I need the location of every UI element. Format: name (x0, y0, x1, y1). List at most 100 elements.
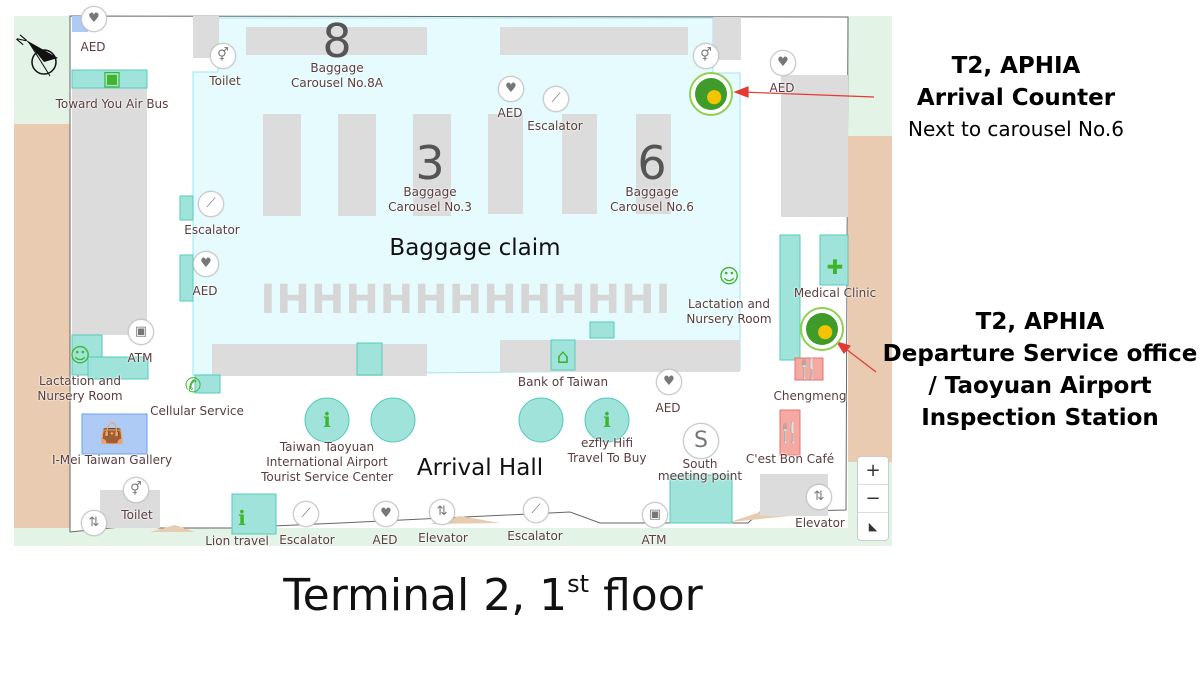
annotation-departure-line3: Inspection Station (921, 405, 1159, 431)
carousel-line2: Carousel No.3 (388, 200, 472, 214)
outside-green-left (14, 16, 70, 124)
carousel-line2: Carousel No.8A (291, 76, 383, 90)
outside-green-bottom (14, 528, 854, 546)
medical-clinic-label: Medical Clinic (793, 286, 877, 300)
meeting-point-icon[interactable]: S (683, 423, 719, 459)
toilet-icon[interactable]: ⚥ (693, 43, 719, 69)
annotation-departure-title: T2, APHIA (975, 309, 1105, 335)
annotation-arrival-detail: Next to carousel No.6 (908, 117, 1124, 141)
escalator-label: Escalator (279, 533, 335, 547)
atm-icon[interactable]: ▣ (642, 502, 668, 528)
toilet-label: Toilet (121, 508, 153, 522)
toilet-label: Toilet (209, 74, 241, 88)
toilet-icon[interactable]: ⚥ (123, 477, 149, 503)
aed-icon[interactable]: ♥ (373, 501, 399, 527)
carousel-number-8: 8 (322, 14, 352, 68)
ezfly-line2: Travel To Buy (567, 451, 647, 465)
tourist-line1: Taiwan Taoyuan (279, 440, 375, 454)
atm-label: ATM (641, 533, 667, 547)
annotation-arrival-title: T2, APHIA (951, 53, 1081, 79)
outside-tan-left (14, 124, 70, 540)
carousel-line1: Baggage (403, 185, 457, 199)
atm-icon[interactable]: ▣ (128, 319, 154, 345)
shopping-bag-icon[interactable]: 👜 (99, 421, 125, 445)
toilet-icon[interactable]: ⚥ (210, 43, 236, 69)
gallery-block (81, 413, 148, 455)
chengmeng-label: Chengmeng (773, 389, 847, 403)
ezfly-line1: ezfly Hifi (580, 436, 634, 450)
restaurant-icon[interactable]: 🍴 (795, 356, 821, 380)
annotation-departure-line1: Departure Service office (882, 341, 1198, 367)
phone-icon[interactable]: ✆ (184, 373, 202, 397)
escalator-icon[interactable]: ⟋ (543, 86, 569, 112)
aed-icon[interactable]: ♥ (498, 76, 524, 102)
carousel-line1: Baggage (625, 185, 679, 199)
aed-icon[interactable]: ♥ (656, 369, 682, 395)
medical-clinic-icon[interactable]: ✚ (826, 255, 844, 279)
outside-green-right (848, 16, 892, 136)
aed-label: AED (497, 106, 523, 120)
elevator-icon[interactable]: ⇅ (81, 510, 107, 536)
annotation-departure-line2: / Taoyuan Airport (928, 373, 1152, 399)
lactation-line1: Lactation and (687, 297, 771, 311)
zoom-controls: + − ◣ (857, 456, 889, 541)
info-icon[interactable]: ℹ (238, 506, 246, 530)
map-caption: Terminal 2, 1st floor (283, 570, 702, 621)
reset-north-button[interactable]: ◣ (868, 520, 878, 533)
south-line2: meeting point (657, 469, 743, 483)
elevator-label: Elevator (795, 516, 845, 530)
carousel-number-6: 6 (637, 136, 667, 190)
escalator-label: Escalator (507, 529, 563, 543)
bank-label: Bank of Taiwan (517, 375, 609, 389)
air-bus-label: Toward You Air Bus (55, 97, 169, 111)
aed-icon[interactable]: ♥ (81, 6, 107, 32)
south-line1: South (682, 457, 718, 471)
aed-label: AED (655, 401, 681, 415)
aed-icon[interactable]: ♥ (193, 251, 219, 277)
aed-label: AED (769, 81, 795, 95)
atm-label: ATM (127, 351, 153, 365)
arrow-arrival (733, 86, 875, 98)
escalator-icon[interactable]: ⟋ (198, 191, 224, 217)
bus-icon[interactable]: ▣ (102, 66, 122, 90)
nursery-icon[interactable]: ☺ (69, 343, 91, 367)
map-bottom-edge (0, 546, 1200, 692)
zoom-out-button[interactable]: − (858, 485, 888, 513)
aed-label: AED (372, 533, 398, 547)
info-icon[interactable]: ℹ (603, 408, 611, 432)
annotation-arrival-subtitle: Arrival Counter (916, 85, 1116, 111)
nursery-icon[interactable]: ☺ (718, 264, 740, 288)
escalator-label: Escalator (527, 119, 583, 133)
escalator-icon[interactable]: ⟋ (523, 497, 549, 523)
lion-travel-label: Lion travel (205, 534, 269, 548)
bank-icon[interactable]: ⌂ (556, 344, 570, 368)
area-arrival-hall: Arrival Hall (416, 455, 544, 481)
cafe-label: C'est Bon Café (745, 452, 835, 466)
elevator-label: Elevator (418, 531, 468, 545)
aed-label: AED (80, 40, 106, 54)
tourist-line2: International Airport (266, 455, 388, 469)
escalator-icon[interactable]: ⟋ (293, 501, 319, 527)
aed-label: AED (192, 284, 218, 298)
lactation-line1: Lactation and (38, 374, 122, 388)
elevator-icon[interactable]: ⇅ (429, 499, 455, 525)
caption-sup: st (567, 570, 590, 598)
info-icon[interactable]: ℹ (323, 408, 331, 432)
zoom-in-button[interactable]: + (858, 457, 888, 485)
restaurant-icon[interactable]: 🍴 (776, 420, 802, 444)
carousel-line1: Baggage (310, 61, 364, 75)
aed-icon[interactable]: ♥ (770, 50, 796, 76)
aphia-departure-marker[interactable] (800, 307, 844, 351)
gallery-label: I-Mei Taiwan Gallery (51, 453, 173, 467)
aphia-arrival-marker[interactable] (689, 72, 733, 116)
arrow-departure (835, 340, 877, 373)
elevator-icon[interactable]: ⇅ (806, 484, 832, 510)
